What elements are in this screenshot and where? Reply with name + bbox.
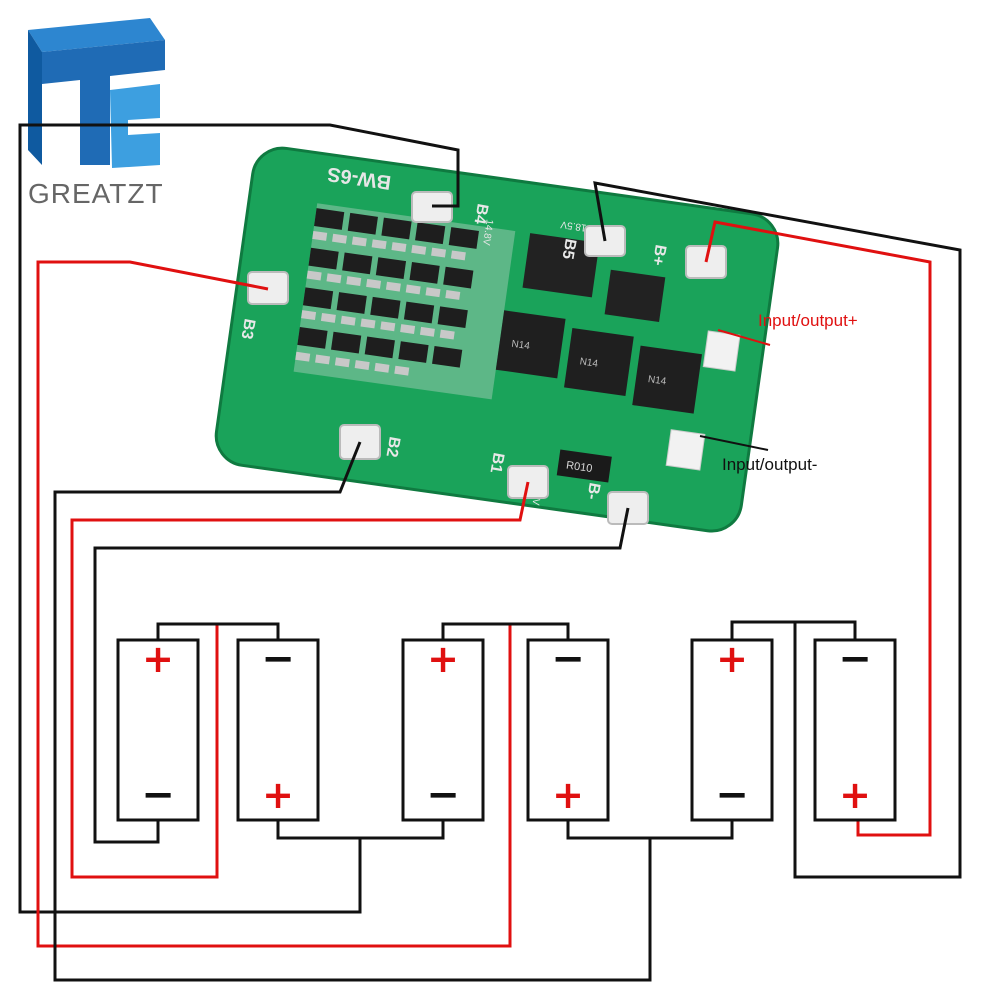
wire-b3 — [36, 260, 512, 948]
chip-code-3: N14 — [647, 374, 667, 388]
battery-cell-2: −+ — [236, 636, 320, 822]
battery-cell-4-bottom-terminal: + — [552, 773, 584, 817]
battery-cell-6: −+ — [813, 636, 897, 822]
wire-bminus — [93, 507, 630, 844]
battery-cell-6-bottom-terminal: + — [839, 773, 871, 817]
link-c4-c5-bottom — [566, 820, 734, 840]
battery-cell-5-bottom-terminal: − — [715, 772, 749, 818]
pad-label-b4: B4 — [470, 202, 490, 225]
link-c2-c3-bottom — [276, 820, 443, 840]
resistor-code: R010 — [565, 459, 593, 475]
bms-board: N14 N14 N14 R010 BW-6S 14.8V 18.5V 3.7V — [214, 146, 780, 533]
wire-mid-c4c5 — [53, 838, 652, 982]
io-plus-label: Input/output+ — [758, 311, 858, 330]
battery-cell-3: +− — [401, 637, 485, 822]
battery-cell-body — [813, 638, 897, 822]
battery-cell-5-top-terminal: + — [716, 637, 748, 681]
silk-voltage-2: 18.5V — [560, 218, 588, 233]
silk-voltage-1: 14.8V — [480, 219, 495, 247]
io-minus-leader — [699, 435, 769, 451]
chip-code-2: N14 — [579, 356, 599, 370]
wire-bplus — [704, 220, 932, 837]
wires — [18, 123, 962, 982]
pad-label-b2: B2 — [382, 435, 402, 458]
mosfet-row: N14 N14 N14 — [495, 233, 702, 414]
solder-pads — [247, 191, 727, 525]
battery-cell-body — [401, 638, 485, 822]
battery-cell-3-top-terminal: + — [427, 637, 459, 681]
battery-cell-1-top-terminal: + — [142, 637, 174, 681]
battery-cell-1: +− — [116, 637, 200, 822]
pad-label-b1: B1 — [486, 451, 506, 474]
battery-cell-body — [236, 638, 320, 822]
battery-cell-body — [690, 638, 774, 822]
pad-label-bminus: B- — [583, 481, 603, 501]
io-minus-label: Input/output- — [722, 455, 817, 474]
io-plus-leader — [717, 329, 771, 346]
battery-cell-4: −+ — [526, 636, 610, 822]
battery-cell-5: +− — [690, 637, 774, 822]
link-c1-c2-top — [156, 622, 280, 640]
wire-b2 — [53, 441, 362, 914]
battery-cell-6-top-terminal: − — [838, 636, 872, 682]
wire-b1 — [70, 481, 530, 879]
pad-label-bplus: B+ — [648, 243, 668, 267]
brand-name: GREATZT — [28, 178, 164, 209]
battery-cell-body — [116, 638, 200, 822]
link-c5-c6-top — [730, 620, 857, 640]
pad-label-b5: B5 — [558, 237, 578, 260]
brand-logo: GREATZT — [28, 18, 165, 209]
battery-cell-1-bottom-terminal: − — [141, 772, 175, 818]
battery-cell-body — [526, 638, 610, 822]
link-c3-c4-top — [441, 622, 570, 640]
battery-cell-3-bottom-terminal: − — [426, 772, 460, 818]
wire-b5 — [593, 181, 962, 879]
pad-label-b3: B3 — [237, 317, 257, 340]
battery-cells: +−−++−−++−−+ — [116, 636, 897, 822]
battery-cell-4-top-terminal: − — [551, 636, 585, 682]
battery-cell-2-bottom-terminal: + — [262, 773, 294, 817]
battery-cell-2-top-terminal: − — [261, 636, 295, 682]
chip-code-1: N14 — [511, 339, 531, 353]
